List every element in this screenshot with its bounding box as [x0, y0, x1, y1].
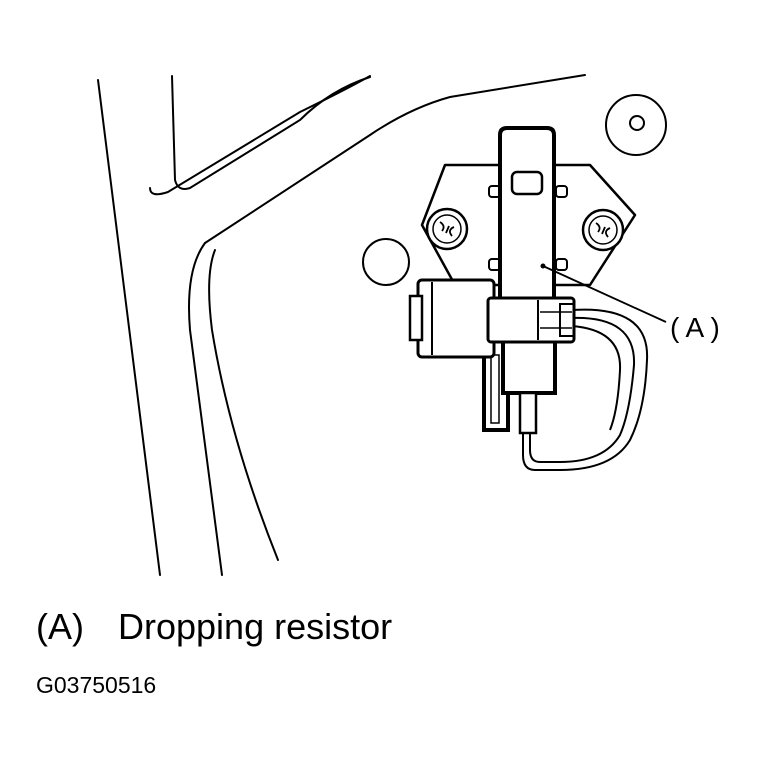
screw-left-icon [425, 207, 469, 251]
panel-fold-inner [208, 249, 279, 561]
dropping-resistor [498, 126, 557, 435]
panel-edge-left [97, 79, 161, 576]
coupler-left [408, 278, 496, 359]
body-panel-lines [97, 74, 586, 576]
wire-harness [522, 308, 649, 471]
panel-hole-left [362, 238, 410, 286]
legend-key: (A) [36, 606, 84, 647]
panel-edge-upper [171, 75, 371, 190]
resistor-connector [486, 296, 576, 344]
panel-edge-inner-1 [149, 75, 371, 196]
figure-code: G03750516 [36, 672, 157, 698]
panel-fold-outer [188, 242, 223, 576]
legend-text: Dropping resistor [118, 606, 393, 647]
callout-label-a: ( A ) [670, 312, 720, 343]
panel-edge-inner-2 [204, 74, 586, 244]
panel-hole-upper-right [605, 94, 667, 156]
legend: (A) Dropping resistor [36, 606, 392, 648]
callout-leader-line [542, 265, 667, 323]
screw-right-icon [581, 208, 625, 252]
